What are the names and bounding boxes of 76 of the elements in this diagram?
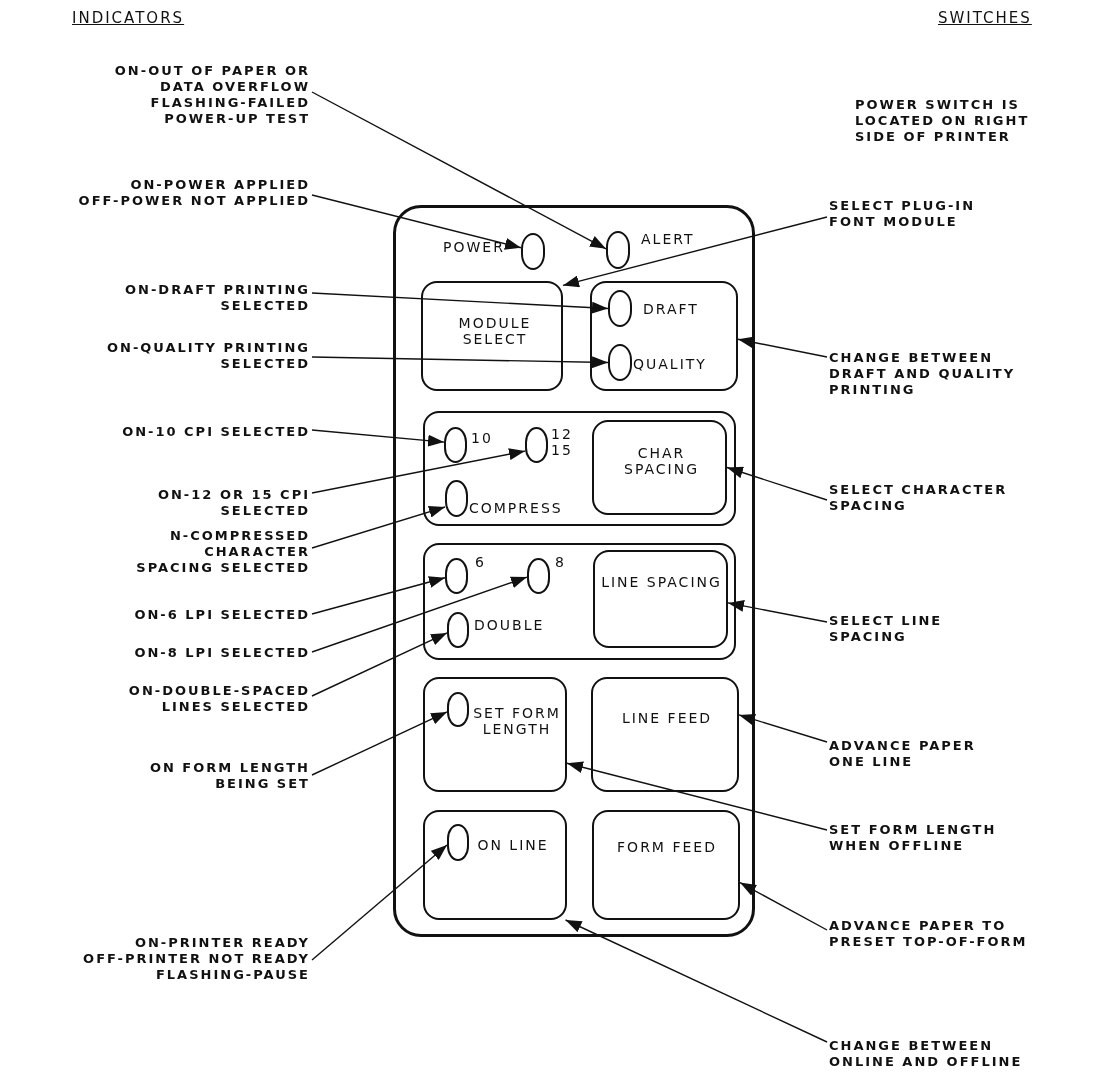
column-heading: INDICATORS [72, 10, 185, 26]
column-heading: SWITCHES [938, 10, 1032, 26]
indicator-light [608, 344, 632, 381]
leader-line [311, 194, 522, 250]
callout-text: ON-12 OR 15 CPI SELECTED [70, 487, 310, 519]
panel-button: LINE FEED [591, 677, 739, 792]
indicator-label: ALERT [641, 231, 696, 247]
callout-text: ON-10 CPI SELECTED [70, 424, 310, 440]
indicator-light [606, 231, 630, 269]
leader-line [311, 429, 445, 447]
indicator-light [525, 427, 548, 463]
callout-text: ADVANCE PAPER ONE LINE [829, 738, 1009, 770]
leader-line [311, 91, 607, 250]
callout-text: SELECT CHARACTER SPACING [829, 482, 1029, 514]
callout-text: SET FORM LENGTH WHEN OFFLINE [829, 822, 1009, 854]
note-text: POWER SWITCH IS LOCATED ON RIGHT SIDE OF PRINTER [855, 97, 1031, 145]
leader-line [739, 881, 828, 931]
leader-line [562, 216, 828, 288]
indicator-label: 12 15 [551, 426, 573, 458]
leader-line [311, 576, 446, 615]
leader-line [311, 506, 446, 549]
callout-text: ON FORM LENGTH BEING SET [110, 760, 310, 792]
panel-button: SET FORM LENGTH [423, 677, 567, 792]
indicator-light [527, 558, 550, 594]
callout-text: ON-PRINTER READY OFF-PRINTER NOT READY FLASHING-PAUSE [78, 935, 310, 983]
leader-line [311, 292, 609, 314]
panel-button: LINE SPACING [593, 550, 728, 648]
leader-line [727, 600, 828, 623]
callout-text: ON-QUALITY PRINTING SELECTED [70, 340, 310, 372]
callout-text: CHANGE BETWEEN DRAFT AND QUALITY PRINTING [829, 350, 1029, 398]
leader-line [311, 711, 448, 776]
indicator-light [608, 290, 632, 327]
leader-line [564, 919, 828, 1043]
panel-button: ON LINE [423, 810, 567, 920]
indicator-light [444, 427, 467, 463]
indicator-label: 6 [475, 554, 487, 570]
leader-line [311, 844, 448, 961]
callout-text: ON-DOUBLE-SPACED LINES SELECTED [70, 683, 310, 715]
leader-line [726, 466, 828, 501]
control-panel [393, 205, 755, 937]
indicator-light [447, 612, 469, 648]
indicator-label: DOUBLE [474, 617, 546, 633]
callout-text: ON-8 LPI SELECTED [70, 645, 310, 661]
leader-line [311, 576, 528, 653]
indicator-label: POWER [443, 239, 506, 255]
leader-line [311, 632, 448, 697]
leader-line [738, 713, 828, 743]
callout-text: N-COMPRESSED CHARACTER SPACING SELECTED [125, 528, 310, 576]
leader-line [311, 448, 526, 494]
panel-button: MODULE SELECT [421, 281, 563, 391]
indicator-label: COMPRESS [469, 500, 564, 516]
panel-button [590, 281, 738, 391]
button-group-frame [423, 411, 736, 526]
callout-text: ON-POWER APPLIED OFF-POWER NOT APPLIED [60, 177, 310, 209]
indicator-label: 10 [471, 430, 494, 446]
callout-text: ON-OUT OF PAPER OR DATA OVERFLOW FLASHING-FAILED POWER-UP TEST [70, 63, 310, 127]
callout-text: ON-DRAFT PRINTING SELECTED [70, 282, 310, 314]
indicator-light [447, 692, 469, 727]
callout-text: SELECT LINE SPACING [829, 613, 1029, 645]
leader-line [311, 356, 609, 369]
indicator-light [445, 480, 468, 517]
callout-text: CHANGE BETWEEN ONLINE AND OFFLINE [829, 1038, 1044, 1070]
indicator-light [447, 824, 469, 861]
panel-button: FORM FEED [592, 810, 740, 920]
indicator-label: QUALITY [633, 356, 708, 372]
leader-line [566, 761, 828, 831]
indicator-light [521, 233, 545, 270]
button-group-frame [423, 543, 736, 660]
callout-text: ADVANCE PAPER TO PRESET TOP-OF-FORM [829, 918, 1044, 950]
callout-text: ON-6 LPI SELECTED [70, 607, 310, 623]
leader-line [737, 336, 828, 358]
panel-button: CHAR SPACING [592, 420, 727, 515]
indicator-label: 8 [555, 554, 567, 570]
indicator-light [445, 558, 468, 594]
indicator-label: DRAFT [643, 301, 700, 317]
callout-text: SELECT PLUG-IN FONT MODULE [829, 198, 1029, 230]
